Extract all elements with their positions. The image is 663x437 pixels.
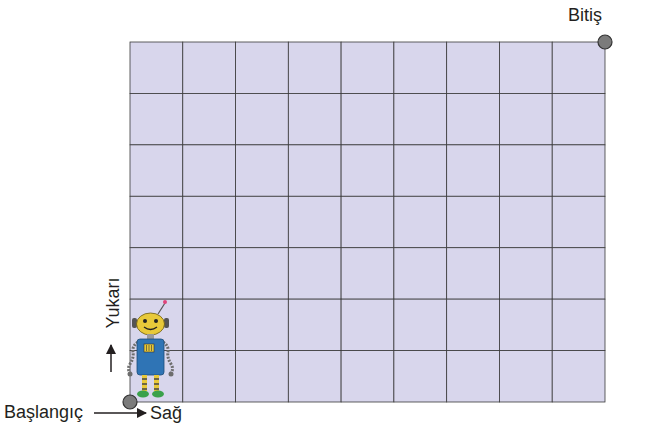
grid-cell xyxy=(183,248,236,299)
end-label: Bitiş xyxy=(568,5,602,26)
grid-cell xyxy=(447,93,500,144)
grid-cell xyxy=(288,196,341,247)
grid-cell xyxy=(130,248,183,299)
grid-cell xyxy=(288,145,341,196)
grid-cell xyxy=(499,196,552,247)
grid-cell xyxy=(236,351,289,402)
end-dot xyxy=(598,35,612,49)
up-arrow xyxy=(110,345,112,372)
grid-cell xyxy=(447,145,500,196)
grid-cell xyxy=(499,248,552,299)
grid-cell xyxy=(183,299,236,350)
grid-cell xyxy=(288,351,341,402)
grid-cell xyxy=(552,351,605,402)
grid-cell xyxy=(183,42,236,93)
grid-cell xyxy=(552,196,605,247)
grid-cell xyxy=(394,145,447,196)
grid-cell xyxy=(183,145,236,196)
grid-cell xyxy=(394,351,447,402)
grid-cell xyxy=(447,196,500,247)
grid-cell xyxy=(183,351,236,402)
grid-cell xyxy=(183,93,236,144)
grid-cell xyxy=(236,93,289,144)
grid-cell xyxy=(394,42,447,93)
grid-cell xyxy=(288,93,341,144)
grid-cell xyxy=(236,42,289,93)
grid-cell xyxy=(341,351,394,402)
grid-cell xyxy=(130,42,183,93)
grid-cell xyxy=(236,145,289,196)
grid xyxy=(130,42,605,402)
grid-cell xyxy=(552,93,605,144)
grid-cell xyxy=(341,299,394,350)
grid-cell xyxy=(130,145,183,196)
right-arrow xyxy=(94,412,146,414)
grid-cell xyxy=(183,196,236,247)
grid-cell xyxy=(341,196,394,247)
grid-cell xyxy=(236,299,289,350)
grid-cell xyxy=(499,42,552,93)
grid-cell xyxy=(552,42,605,93)
grid-cell xyxy=(499,351,552,402)
grid-cell xyxy=(130,93,183,144)
grid-cell xyxy=(394,93,447,144)
grid-cell xyxy=(394,196,447,247)
grid-cell xyxy=(288,248,341,299)
grid-cell xyxy=(130,196,183,247)
grid-cell xyxy=(552,145,605,196)
grid-cell xyxy=(499,93,552,144)
grid-cell xyxy=(236,196,289,247)
grid-cell xyxy=(394,299,447,350)
grid-cell xyxy=(341,93,394,144)
direction-label: Sağ xyxy=(150,403,182,424)
grid-cell xyxy=(394,248,447,299)
grid-cell xyxy=(552,299,605,350)
robot-figure xyxy=(128,300,174,398)
grid-cell xyxy=(499,145,552,196)
grid-cell xyxy=(341,248,394,299)
direction-label: Yukarı xyxy=(103,277,124,328)
start-label: Başlangıç xyxy=(4,402,83,423)
grid-cell xyxy=(447,248,500,299)
grid-cell xyxy=(499,299,552,350)
grid-cell xyxy=(341,42,394,93)
grid-cell xyxy=(341,145,394,196)
grid-cell xyxy=(288,42,341,93)
grid-cell xyxy=(236,248,289,299)
start-dot xyxy=(123,395,137,409)
grid-cell xyxy=(447,351,500,402)
grid-cell xyxy=(447,42,500,93)
grid-cell xyxy=(552,248,605,299)
grid-cell xyxy=(288,299,341,350)
grid-cell xyxy=(447,299,500,350)
